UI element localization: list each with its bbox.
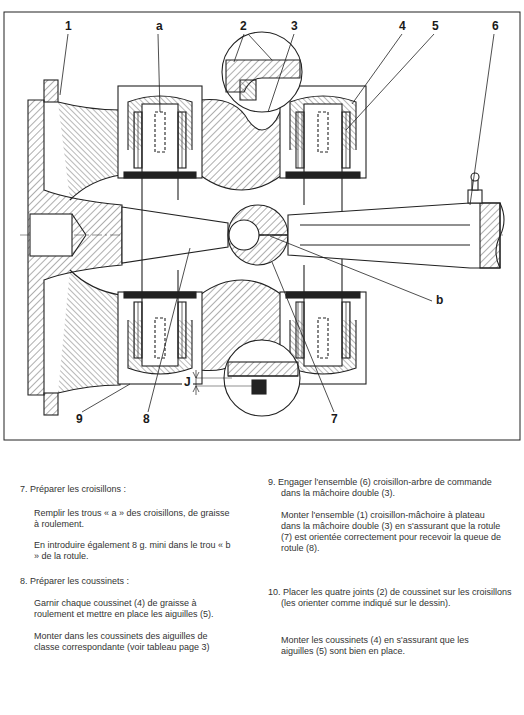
callout-number: 7	[329, 413, 340, 426]
instruction-text: Monter l'ensemble (1) croisillon-mâchoir…	[281, 510, 503, 554]
callout-number: 1	[63, 20, 74, 33]
callout-number: 3	[289, 20, 300, 33]
callout-number: 6	[490, 20, 501, 33]
step-heading: 7. Préparer les croisillons :	[20, 484, 245, 495]
callout-number: a	[154, 20, 165, 33]
callout-number: 2	[238, 20, 249, 33]
callout-number: J	[182, 376, 193, 389]
instruction-text: Monter dans les coussinets des aiguilles…	[34, 631, 232, 653]
instruction-text: En introduire également 8 g. mini dans l…	[34, 540, 232, 562]
instruction-text: Monter les coussinets (4) en s'assurant …	[281, 635, 503, 657]
step-heading: 9. Engager l'ensemble (6) croisillon-arb…	[268, 477, 513, 499]
callout-number: 4	[397, 20, 408, 33]
callout-number: b	[434, 294, 445, 307]
callout-number: 8	[141, 413, 152, 426]
instruction-text: Garnir chaque coussinet (4) de graisse à…	[34, 598, 232, 620]
step-heading: 10. Placer les quatre joints (2) de cous…	[268, 587, 513, 609]
step-heading: 8. Préparer les coussinets :	[20, 576, 245, 587]
callout-number: 9	[74, 413, 85, 426]
instruction-text: Remplir les trous « a » des croisillons,…	[34, 508, 232, 530]
callout-number: 5	[430, 20, 441, 33]
